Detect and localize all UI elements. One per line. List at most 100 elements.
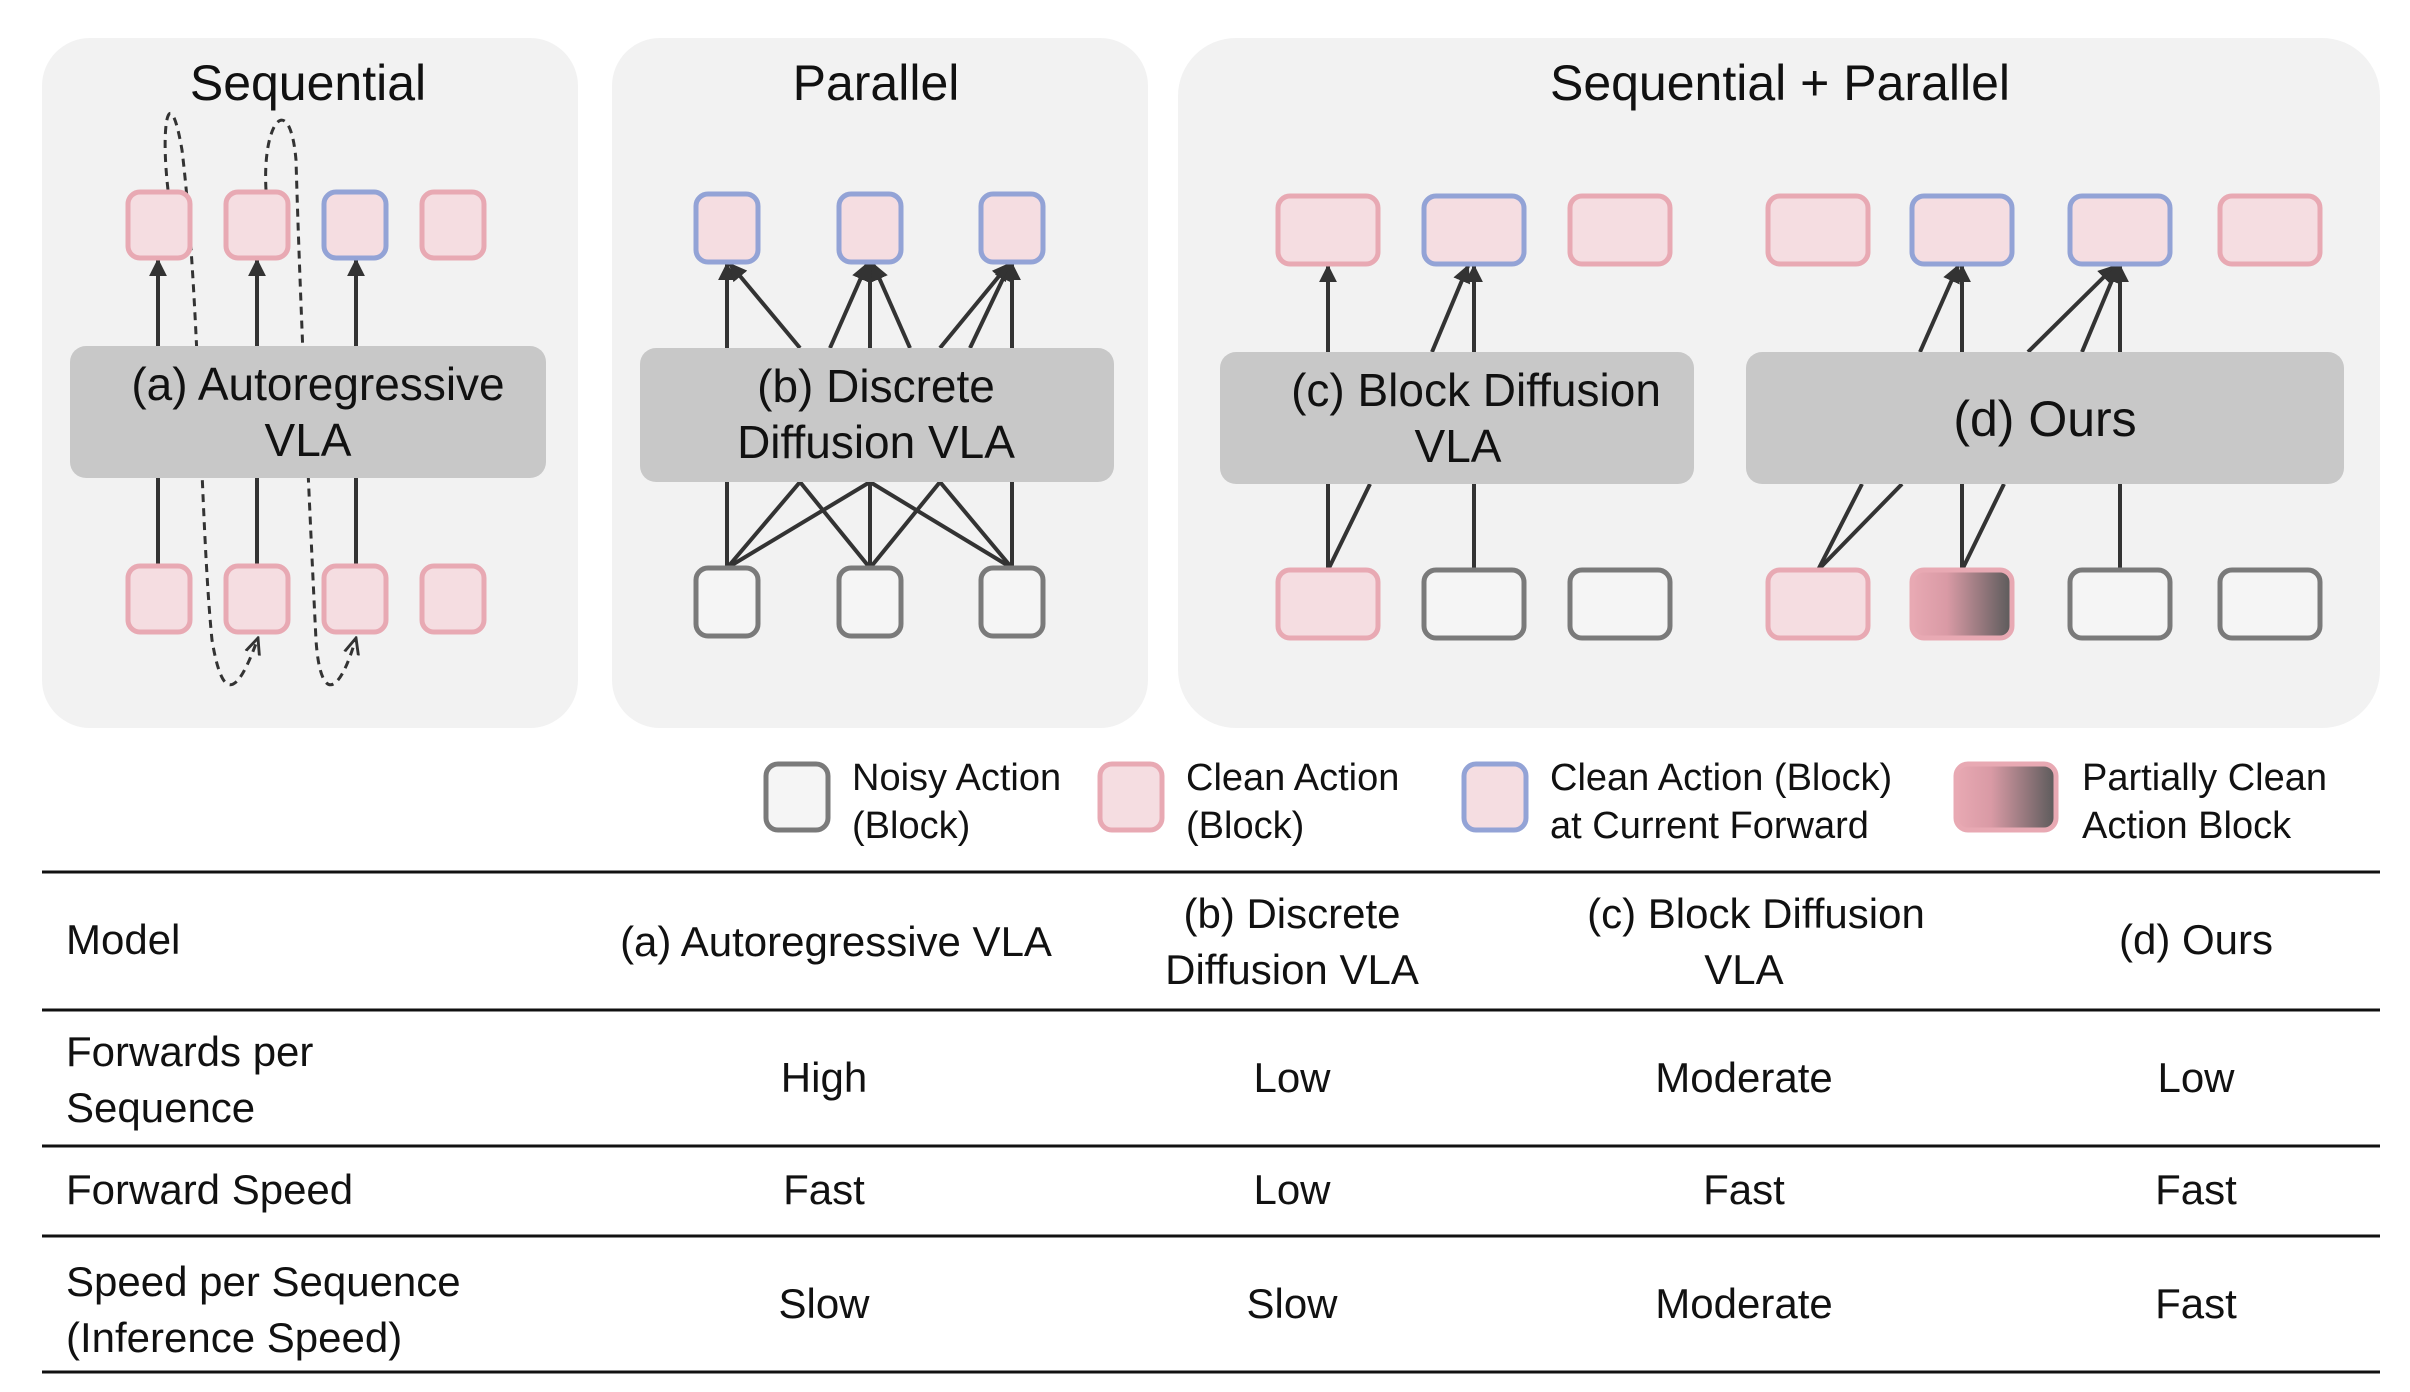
table-cell: Low <box>1253 1054 1331 1101</box>
clean-action-token <box>419 189 487 261</box>
noisy-action-block <box>1421 567 1527 641</box>
panel-title-sequential-parallel: Sequential + Parallel <box>1550 55 2010 111</box>
table-header-cell: VLA <box>1704 946 1783 993</box>
current-action-icon <box>1461 761 1529 833</box>
block-diffusion-diagram: (c) Block Diffusion VLA <box>1220 193 1694 641</box>
table-header-cell: (b) Discrete <box>1183 890 1400 937</box>
current-action-token <box>836 191 904 265</box>
table-row-label: (Inference Speed) <box>66 1314 402 1361</box>
partially-clean-action-block <box>1909 567 2015 641</box>
table-cell: Slow <box>1246 1280 1338 1327</box>
model-label: (a) Autoregressive <box>131 358 504 410</box>
discrete-diffusion-model-box <box>640 348 1114 482</box>
current-action-token <box>978 191 1046 265</box>
table-header-cell: (d) Ours <box>2119 916 2273 963</box>
model-label: (c) Block Diffusion <box>1291 364 1661 416</box>
ours-model-box <box>1746 352 2344 484</box>
table-row-label: Speed per Sequence <box>66 1258 461 1305</box>
current-action-block <box>2067 193 2173 267</box>
arrow <box>828 262 869 349</box>
clean-action-token <box>125 563 193 635</box>
noisy-action-block <box>2217 567 2323 641</box>
block-diffusion-model-box <box>1220 352 1694 484</box>
table-cell: Fast <box>2155 1166 2237 1213</box>
table-row-label: Sequence <box>66 1084 255 1131</box>
clean-action-token <box>321 563 389 635</box>
arrow <box>871 262 912 349</box>
arrow <box>1430 264 1471 353</box>
legend-label: (Block) <box>852 805 970 847</box>
table-cell: Low <box>2157 1054 2235 1101</box>
ours-diagram: (d) Ours <box>1746 193 2344 641</box>
legend: Noisy Action (Block) Clean Action (Block… <box>763 757 2327 847</box>
table-cell: Fast <box>783 1166 865 1213</box>
legend-label: (Block) <box>1186 805 1304 847</box>
connector <box>1960 483 2006 571</box>
noisy-action-icon <box>763 761 831 833</box>
table-cell: Fast <box>1703 1166 1785 1213</box>
noisy-action-block <box>1567 567 1673 641</box>
legend-label: at Current Forward <box>1550 805 1869 847</box>
panel-title-sequential: Sequential <box>190 55 426 111</box>
arrow <box>2026 264 2117 354</box>
partial-action-icon <box>1953 761 2059 833</box>
connector <box>725 480 872 570</box>
clean-action-token <box>125 189 193 261</box>
model-label: VLA <box>1415 420 1502 472</box>
discrete-diffusion-diagram: (b) Discrete Diffusion VLA <box>640 191 1114 639</box>
model-label: VLA <box>265 414 352 466</box>
table-cell: High <box>781 1054 867 1101</box>
model-label: Diffusion VLA <box>737 416 1015 468</box>
noisy-action-block <box>2067 567 2173 641</box>
arrow <box>728 262 802 350</box>
current-action-token <box>693 191 761 265</box>
table-cell: Fast <box>2155 1280 2237 1327</box>
arrow <box>1918 264 1960 353</box>
clean-action-token <box>223 563 291 635</box>
autoregressive-diagram: (a) Autoregressive VLA <box>70 111 546 687</box>
clean-action-block <box>1567 193 1673 267</box>
noisy-action-token <box>836 565 904 639</box>
clean-action-block <box>1275 567 1381 641</box>
table-header-cell: Model <box>66 916 180 963</box>
connector <box>868 480 942 570</box>
table-cell: Slow <box>778 1280 870 1327</box>
clean-action-block <box>1765 567 1871 641</box>
model-label: (d) Ours <box>1953 391 2136 447</box>
connector <box>938 480 1014 570</box>
noisy-action-token <box>693 565 761 639</box>
connector <box>1816 482 1904 572</box>
connector <box>1326 483 1372 571</box>
table-row-label: Forwards per <box>66 1028 313 1075</box>
connector <box>868 480 1014 570</box>
legend-label: Clean Action (Block) <box>1550 757 1892 799</box>
panel-title-parallel: Parallel <box>793 55 960 111</box>
clean-action-icon <box>1097 761 1165 833</box>
clean-action-block <box>2217 193 2323 267</box>
table-cell: Moderate <box>1655 1280 1832 1327</box>
connector <box>725 480 802 570</box>
comparison-table: Model (a) Autoregressive VLA (b) Discret… <box>42 870 2380 1374</box>
table-cell: Moderate <box>1655 1054 1832 1101</box>
clean-action-block <box>1765 193 1871 267</box>
table-row-label: Forward Speed <box>66 1166 353 1213</box>
table-header-cell: (c) Block Diffusion <box>1587 890 1925 937</box>
autoregressive-model-box <box>70 346 546 478</box>
connector <box>1816 483 1864 571</box>
clean-action-token <box>223 189 291 261</box>
table-cell: Low <box>1253 1166 1331 1213</box>
table-header-cell: (a) Autoregressive VLA <box>620 918 1052 965</box>
clean-action-block <box>1275 193 1381 267</box>
legend-label: Clean Action <box>1186 757 1399 799</box>
model-label: (b) Discrete <box>757 360 995 412</box>
current-action-token <box>321 189 389 261</box>
noisy-action-token <box>978 565 1046 639</box>
table-header-cell: Diffusion VLA <box>1165 946 1419 993</box>
connector <box>798 480 872 570</box>
clean-action-token <box>419 563 487 635</box>
legend-label: Partially Clean <box>2082 757 2327 799</box>
legend-label: Noisy Action <box>852 757 1061 799</box>
legend-label: Action Block <box>2082 805 2292 847</box>
current-action-block <box>1421 193 1527 267</box>
